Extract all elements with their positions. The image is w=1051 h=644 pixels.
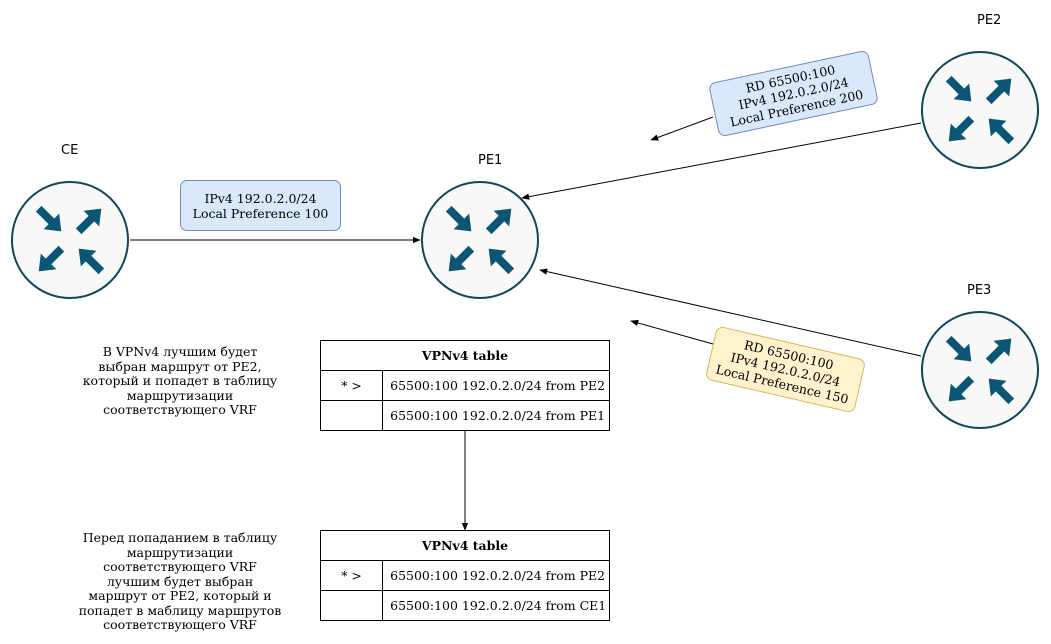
vpnv4-table-bottom: VPNv4 table * > 65500:100 192.0.2.0/24 f… xyxy=(319,530,610,621)
route-cell: 65500:100 192.0.2.0/24 from PE1 xyxy=(382,400,610,431)
bottom-note-line: маршрутизации xyxy=(126,544,234,560)
bottom-note-line: лучшим будет выбран xyxy=(106,573,254,589)
pe3-badge-arrow xyxy=(630,319,714,345)
vpnv4-table-top: VPNv4 table * > 65500:100 192.0.2.0/24 f… xyxy=(319,340,610,431)
top-note-line: который и попадет в таблицу xyxy=(82,373,278,388)
route-cell: 65500:100 192.0.2.0/24 from PE2 xyxy=(382,370,610,401)
best-route-marker: * > xyxy=(319,370,384,401)
ce-router-icon[interactable] xyxy=(11,181,129,299)
ce-route-localpref: Local Preference 100 xyxy=(192,205,329,221)
route-cell: 65500:100 192.0.2.0/24 from CE1 xyxy=(382,590,610,621)
top-note-line: соответствующего VRF xyxy=(103,402,257,417)
table-row: * > 65500:100 192.0.2.0/24 from PE2 xyxy=(319,370,610,401)
pe3-router-icon[interactable] xyxy=(921,311,1039,429)
bottom-note-line: соответствующего VRF xyxy=(103,559,257,574)
ce-label: CE xyxy=(61,143,79,158)
table-title: VPNv4 table xyxy=(320,340,610,371)
best-route-marker: * > xyxy=(319,560,384,591)
pe1-router-icon[interactable] xyxy=(421,181,539,299)
top-note-line: маршрутизации xyxy=(126,387,234,403)
pe2-badge-arrow xyxy=(650,116,714,141)
ce-route-badge: IPv4 192.0.2.0/24 Local Preference 100 xyxy=(180,180,341,231)
bottom-note-line: попадет в маблицу маршрутов xyxy=(78,602,282,618)
table-row: 65500:100 192.0.2.0/24 from PE1 xyxy=(319,400,610,431)
ce-route-prefix: IPv4 192.0.2.0/24 xyxy=(204,190,317,206)
route-marker xyxy=(319,590,384,621)
bottom-note-line: соответствующего VRF xyxy=(103,617,257,632)
table-title: VPNv4 table xyxy=(320,530,610,561)
top-note-line: выбран маршрут от PE2, xyxy=(98,358,262,374)
table-row: * > 65500:100 192.0.2.0/24 from PE2 xyxy=(319,560,610,591)
bottom-note: Перед попаданием в таблицу маршрутизации… xyxy=(75,530,285,633)
pe1-label: PE1 xyxy=(478,153,503,168)
pe2-to-pe1-arrow xyxy=(521,122,922,200)
route-marker xyxy=(319,400,384,431)
pe3-label: PE3 xyxy=(967,283,992,298)
top-note: В VPNv4 лучшим будет выбран маршрут от P… xyxy=(75,344,285,418)
top-note-line: В VPNv4 лучшим будет xyxy=(102,344,258,359)
table-row: 65500:100 192.0.2.0/24 from CE1 xyxy=(319,590,610,621)
bottom-note-line: маршрут от PE2, который и xyxy=(88,588,272,603)
route-cell: 65500:100 192.0.2.0/24 from PE2 xyxy=(382,560,610,591)
pe2-label: PE2 xyxy=(977,13,1002,28)
pe2-router-icon[interactable] xyxy=(921,51,1039,169)
bottom-note-line: Перед попаданием в таблицу xyxy=(82,530,278,545)
pe3-to-pe1-arrow xyxy=(539,268,922,357)
